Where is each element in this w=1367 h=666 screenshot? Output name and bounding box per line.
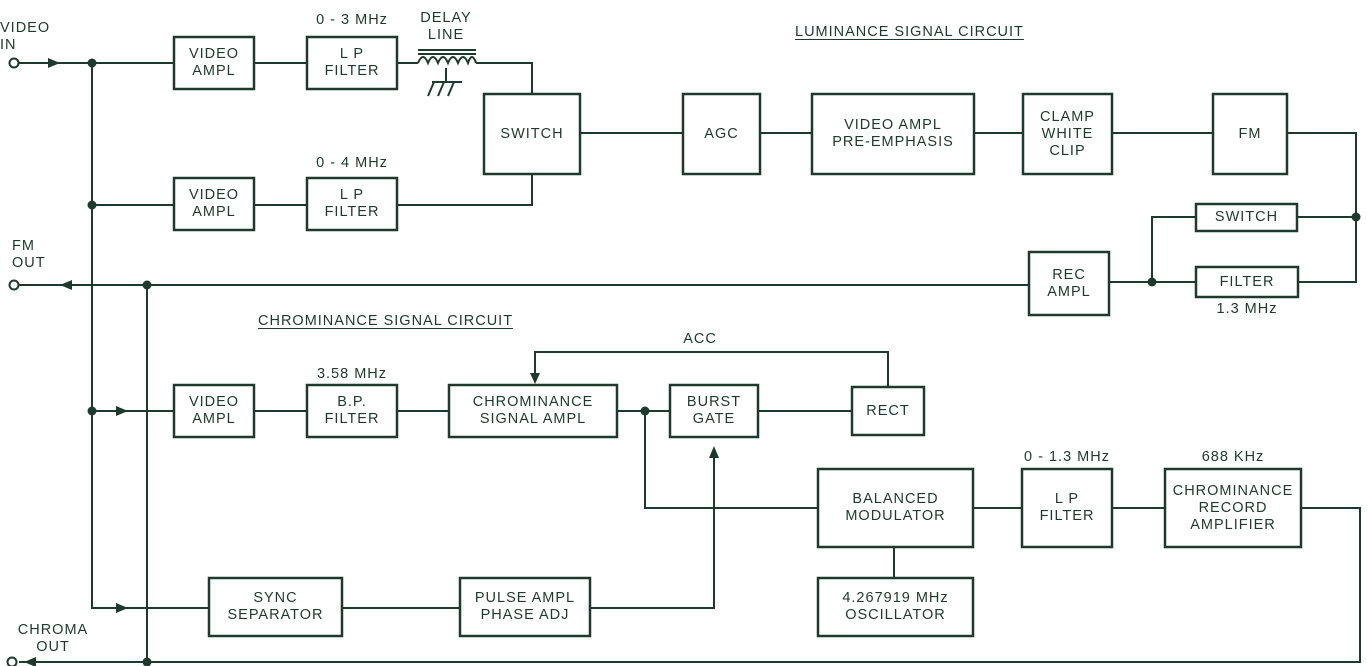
burst-gate-block: BURST GATE	[686, 394, 742, 427]
lp-filter-block-1: L P FILTER	[324, 46, 380, 79]
lp1-band-label: 0 - 3 MHz	[316, 12, 388, 28]
video-ampl-block-2: VIDEO AMPL	[188, 187, 240, 220]
acc-label: ACC	[683, 331, 717, 347]
agc-block: AGC	[704, 125, 739, 142]
video-in-terminal	[8, 57, 20, 69]
junctions	[87, 58, 1361, 666]
lp3-band-label: 0 - 1.3 MHz	[1024, 449, 1110, 465]
arrow-acc	[530, 373, 540, 384]
rect-block: RECT	[866, 402, 910, 419]
balanced-modulator-block: BALANCED MODULATOR	[845, 491, 946, 524]
arrow-burst-gate	[709, 446, 719, 458]
fm-block: FM	[1238, 125, 1262, 142]
fm-out-label: FM OUT	[12, 238, 46, 271]
switch-block-1: SWITCH	[500, 125, 564, 142]
fm-out-terminal	[8, 279, 20, 291]
filter-freq-label: 1.3 MHz	[1216, 301, 1278, 317]
video-in-label: VIDEO IN	[0, 20, 51, 53]
bp-filter-block: B.P. FILTER	[324, 394, 380, 427]
chroma-out-label: CHROMA OUT	[17, 622, 89, 655]
delay-line-label: DELAY LINE	[420, 10, 472, 43]
video-ampl-preemphasis-block: VIDEO AMPL PRE-EMPHASIS	[832, 117, 954, 150]
bp-freq-label: 3.58 MHz	[316, 366, 388, 382]
luminance-section-title: LUMINANCE SIGNAL CIRCUIT	[795, 24, 1024, 40]
arrow-chroma-out	[24, 657, 36, 666]
filter-block: FILTER	[1219, 273, 1275, 290]
delay-line-coil	[417, 49, 477, 82]
arrow-video-in	[48, 58, 60, 68]
wiring	[19, 62, 1361, 663]
arrows	[24, 58, 719, 666]
rec-ampl-block: REC AMPL	[1047, 266, 1091, 300]
lp-filter-block-3: L P FILTER	[1039, 491, 1095, 524]
clamp-white-clip-block: CLAMP WHITE CLIP	[1040, 108, 1095, 159]
arrow-fm-out	[60, 280, 72, 290]
ground-icon	[427, 81, 462, 97]
block-outlines	[172, 35, 1303, 638]
switch-block-2: SWITCH	[1214, 209, 1279, 225]
lp2-band-label: 0 - 4 MHz	[316, 155, 388, 171]
arrow-to-sync	[116, 603, 128, 613]
chrominance-section-title: CHROMINANCE SIGNAL CIRCUIT	[258, 313, 514, 329]
arrow-to-video-ampl-3	[116, 406, 128, 416]
lp-filter-block-2: L P FILTER	[324, 187, 380, 220]
sync-separator-block: SYNC SEPARATOR	[227, 590, 324, 623]
chrominance-signal-ampl-block: CHROMINANCE SIGNAL AMPL	[472, 394, 594, 427]
video-ampl-block-1: VIDEO AMPL	[188, 46, 240, 79]
pulse-ampl-phase-adj-block: PULSE AMPL PHASE ADJ	[474, 590, 576, 623]
video-ampl-block-3: VIDEO AMPL	[188, 394, 240, 427]
chroma-out-terminal	[6, 656, 18, 666]
rec-amp-freq-label: 688 KHz	[1201, 449, 1265, 465]
chrominance-record-amplifier-block: CHROMINANCE RECORD AMPLIFIER	[1172, 482, 1294, 533]
oscillator-block: 4.267919 MHz OSCILLATOR	[842, 590, 949, 623]
